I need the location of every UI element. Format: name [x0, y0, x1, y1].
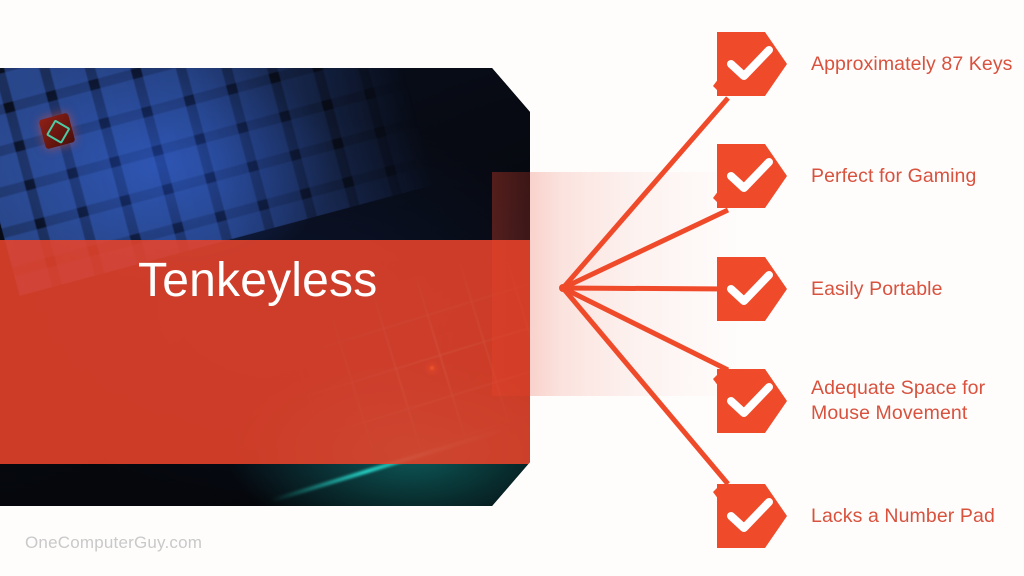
check-icon: [717, 257, 787, 321]
connector-line-3: [562, 285, 729, 292]
connector-line-5: [561, 286, 730, 486]
check-badge-3: [713, 255, 789, 323]
check-icon: [713, 32, 787, 96]
connector-line-2: [561, 207, 730, 291]
connector-line-1: [561, 96, 730, 290]
feature-label-1: Approximately 87 Keys: [811, 52, 1013, 75]
feature-item-3[interactable]: Easily Portable: [713, 255, 943, 323]
check-badge-5: [713, 482, 789, 550]
check-icon: [713, 484, 787, 548]
feature-label-4: Adequate Space for Mouse Movement: [811, 377, 986, 424]
feature-label-2: Perfect for Gaming: [811, 164, 977, 187]
feature-item-1[interactable]: Approximately 87 Keys: [713, 30, 1013, 98]
feature-label-5: Lacks a Number Pad: [811, 504, 995, 527]
check-badge-1: [713, 30, 789, 98]
keyboard-image-panel: [0, 68, 530, 506]
connector-hub: [559, 284, 567, 292]
check-badge-2: [713, 142, 789, 210]
feature-item-5[interactable]: Lacks a Number Pad: [713, 482, 995, 550]
feature-item-4[interactable]: Adequate Space for Mouse Movement: [713, 367, 985, 435]
check-badge-4: [713, 367, 789, 435]
check-icon: [713, 144, 787, 208]
connector-line-4: [561, 285, 730, 373]
site-watermark: OneComputerGuy.com: [25, 533, 203, 552]
feature-label-3: Easily Portable: [811, 277, 943, 300]
check-icon: [713, 369, 787, 433]
page-title: Tenkeyless: [138, 254, 378, 307]
orange-overlay-band: [0, 240, 530, 464]
feature-item-2[interactable]: Perfect for Gaming: [713, 142, 976, 210]
